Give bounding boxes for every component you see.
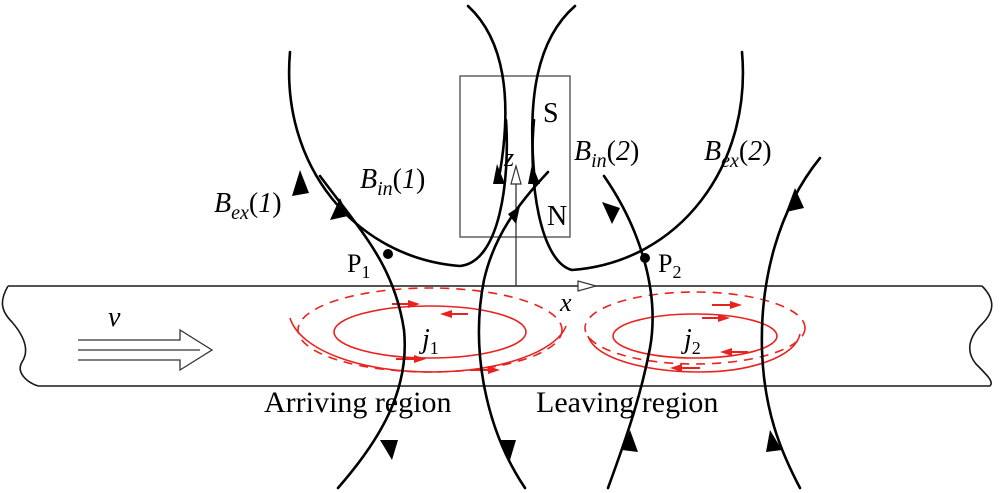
label-base: B xyxy=(360,164,377,195)
point-p2-base: P xyxy=(658,249,672,278)
arrow-head xyxy=(602,202,620,224)
label-arg: (1 xyxy=(393,164,416,195)
eddy-loop-lower xyxy=(587,333,801,373)
eddy-loop xyxy=(612,313,778,359)
label-close: ) xyxy=(416,164,425,195)
field-line-inner-top-right xyxy=(530,4,577,174)
arrow-head xyxy=(786,188,804,212)
label-arg: (2 xyxy=(739,136,762,167)
point-p2-sub: 2 xyxy=(672,262,681,282)
field-line-outer-left xyxy=(287,50,509,268)
eddy-loop xyxy=(584,291,806,365)
label-sub: ex xyxy=(721,150,739,172)
label-close: ) xyxy=(762,136,771,167)
field-line-bin-r1 xyxy=(477,170,550,490)
arrow-head xyxy=(292,170,309,196)
field-line-bex-r1 xyxy=(318,174,407,490)
velocity-label: v xyxy=(108,302,121,333)
plate-right-break xyxy=(969,285,993,387)
label-argsub: 1 xyxy=(402,164,416,195)
leaving-region-label: Leaving region xyxy=(536,386,718,419)
x-axis-label: x xyxy=(559,288,572,317)
conductor-plate xyxy=(1,285,993,387)
z-axis-label: z xyxy=(503,143,514,172)
eddy-loop xyxy=(333,305,527,359)
label-close: ) xyxy=(630,136,639,167)
field-label-bex-r1: Bex(1) xyxy=(214,188,282,224)
label-base: B xyxy=(704,136,721,167)
magnet xyxy=(459,75,571,238)
x-axis xyxy=(516,280,599,292)
label-argsub: 2 xyxy=(616,136,630,167)
arrow-head xyxy=(766,430,782,452)
field-line-bin-r2 xyxy=(602,174,654,490)
label-sub: ex xyxy=(231,202,249,224)
arrow-head xyxy=(500,440,516,460)
label-close: ) xyxy=(272,188,281,219)
magnetic-field-lines xyxy=(287,4,822,490)
plate-left-break xyxy=(1,285,39,387)
label-base: B xyxy=(574,136,591,167)
field-label-bex-r2: Bex(2) xyxy=(704,136,772,172)
current-j2-label: j2 xyxy=(681,324,701,358)
label-sub: 2 xyxy=(692,338,701,358)
arrow-head xyxy=(330,198,348,220)
point-p1-label: P1 xyxy=(347,249,370,282)
field-label-bin-r2: Bin(2) xyxy=(574,136,639,172)
current-j1-label: j1 xyxy=(419,324,439,358)
label-base: j xyxy=(419,324,430,355)
eddy-loop xyxy=(297,287,563,373)
field-line-inner-top-left xyxy=(466,4,507,174)
label-sub: in xyxy=(377,178,393,200)
arrow-head xyxy=(528,164,540,184)
point-p1-sub: 1 xyxy=(361,262,370,282)
point-p1-marker xyxy=(383,249,393,259)
label-arg: (2 xyxy=(607,136,630,167)
label-base: B xyxy=(214,188,231,219)
label-argsub: 1 xyxy=(258,188,272,219)
z-axis xyxy=(510,163,522,286)
field-label-bin-r1: Bin(1) xyxy=(360,164,425,200)
arrow-head xyxy=(622,430,638,452)
label-sub: 1 xyxy=(430,338,439,358)
label-sub: in xyxy=(591,150,607,172)
label-base: j xyxy=(681,324,692,355)
arrow-head xyxy=(493,164,505,184)
point-p2-label: P2 xyxy=(658,249,681,282)
point-p2-marker xyxy=(640,253,650,263)
arrow-head xyxy=(508,206,520,224)
eddy-current-j2 xyxy=(584,291,806,373)
arriving-region-label: Arriving region xyxy=(264,386,451,419)
field-line-outer-right xyxy=(531,50,745,272)
point-p1-base: P xyxy=(347,249,361,278)
magnet-south-label: S xyxy=(543,98,559,129)
label-arg: (1 xyxy=(249,188,272,219)
label-argsub: 2 xyxy=(748,136,762,167)
velocity-arrow xyxy=(78,328,214,372)
arrow-head xyxy=(380,440,398,460)
field-direction-arrows xyxy=(292,164,804,460)
eddy-loop-lower xyxy=(289,317,567,373)
magnet-north-label: N xyxy=(547,201,567,232)
